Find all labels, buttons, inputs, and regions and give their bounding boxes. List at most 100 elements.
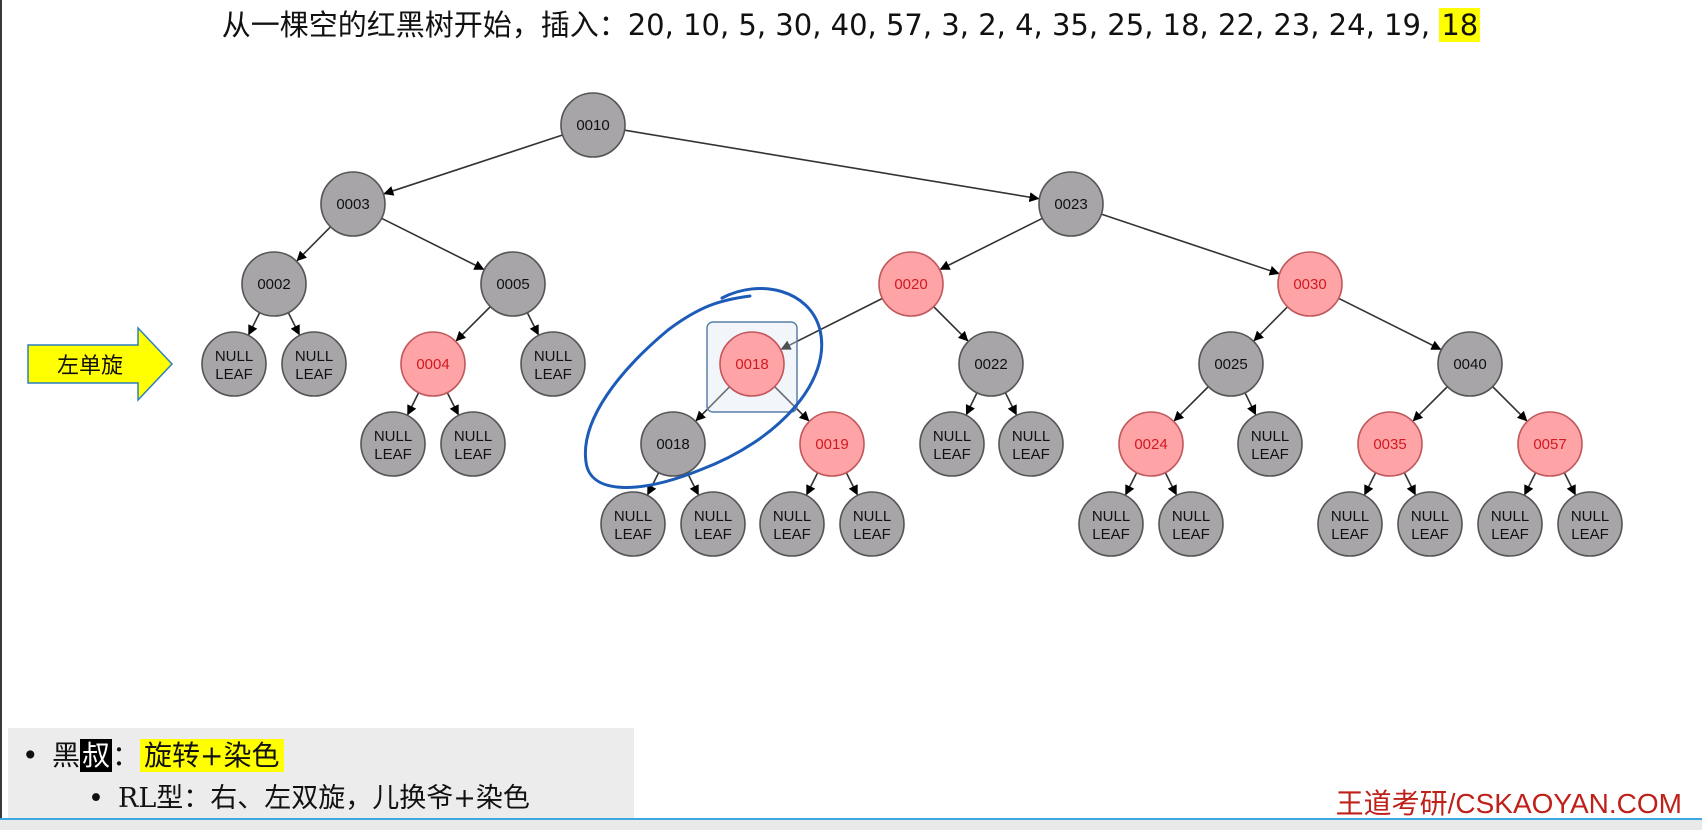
null-leaf-circle <box>281 331 347 397</box>
null-leaf-edge <box>965 392 978 416</box>
null-leaf-line2: LEAF <box>773 526 811 543</box>
null-leaf-line1: NULL <box>295 348 333 365</box>
null-leaf-line2: LEAF <box>1251 446 1289 463</box>
note-line-2: •RL型：右、左双旋，儿换爷+染色 <box>88 776 530 815</box>
null-leaf-line2: LEAF <box>454 446 492 463</box>
null-leaf-line2: LEAF <box>1331 526 1369 543</box>
null-leaf-edge <box>806 472 819 496</box>
null-leaf-edge <box>1125 472 1138 496</box>
tree-node-0057-red[interactable]: 0057 <box>1517 411 1583 477</box>
tree-node-0002-black[interactable]: 0002 <box>241 251 307 317</box>
tree-edge <box>624 129 1040 203</box>
tree-node-label: 0025 <box>1214 356 1247 373</box>
pen-circle-annotation <box>583 287 824 489</box>
bullet-dot: • <box>22 739 39 772</box>
tree-node-0018-black[interactable]: 0018 <box>640 411 706 477</box>
tree-edge <box>939 217 1043 270</box>
tree-node-label: 0004 <box>416 356 449 373</box>
tree-node-circle <box>1357 411 1423 477</box>
null-leaf-circle <box>1477 491 1543 557</box>
null-leaf-edge <box>686 472 699 496</box>
null-leaf-circle <box>520 331 586 397</box>
tree-node-circle <box>878 251 944 317</box>
null-leaf-line1: NULL <box>614 508 652 525</box>
note-colon: ： <box>112 739 141 772</box>
tree-node-0023-black[interactable]: 0023 <box>1038 171 1104 237</box>
tree-node-0020-red[interactable]: 0020 <box>878 251 944 317</box>
null-leaf-circle <box>1317 491 1383 557</box>
tree-node-0010-black[interactable]: 0010 <box>560 92 626 158</box>
null-leaf-line1: NULL <box>534 348 572 365</box>
left-border <box>0 0 2 818</box>
null-leaf-circle <box>360 411 426 477</box>
tree-node-0019-red[interactable]: 0019 <box>799 411 865 477</box>
tree-node-0024-red[interactable]: 0024 <box>1118 411 1184 477</box>
null-leaf-edge <box>407 392 420 416</box>
null-leaf-line2: LEAF <box>295 366 333 383</box>
tree-edge <box>1492 386 1528 422</box>
tree-node-0035-red[interactable]: 0035 <box>1357 411 1423 477</box>
tree-node-circle <box>958 331 1024 397</box>
null-leaf-line2: LEAF <box>694 526 732 543</box>
tree-node-circle <box>1118 411 1184 477</box>
tree-node-0018-red[interactable]: 0018 <box>719 331 785 397</box>
null-leaf-line1: NULL <box>454 428 492 445</box>
null-leaf-edge <box>1164 472 1177 496</box>
tree-node-label: 0040 <box>1453 356 1486 373</box>
null-leaf-circle <box>1557 491 1623 557</box>
null-leaf-line2: LEAF <box>374 446 412 463</box>
null-leaf-circle <box>839 491 905 557</box>
rotation-arrow-label: 左单旋 <box>57 354 123 379</box>
null-leaf-edge <box>1403 472 1416 496</box>
tree-node-0040-black[interactable]: 0040 <box>1437 331 1503 397</box>
null-leaf-line1: NULL <box>933 428 971 445</box>
tree-node-0005-black[interactable]: 0005 <box>480 251 546 317</box>
tree-node-0030-red[interactable]: 0030 <box>1277 251 1343 317</box>
tree-node-label: 0023 <box>1054 196 1087 213</box>
tree-edge <box>296 226 332 262</box>
tree-node-label: 0024 <box>1134 436 1167 453</box>
tree-edge <box>695 386 731 422</box>
tree-node-circle <box>400 331 466 397</box>
tree-node-circle <box>1277 251 1343 317</box>
tree-node-label: 0003 <box>336 196 369 213</box>
null-leaf-edges <box>248 312 1576 496</box>
tree-node-0025-black[interactable]: 0025 <box>1198 331 1264 397</box>
tree-node-circle <box>241 251 307 317</box>
tree-node-circle <box>1198 331 1264 397</box>
null-leaf-line1: NULL <box>1331 508 1369 525</box>
tree-node-circle <box>480 251 546 317</box>
tree-node-label: 0002 <box>257 276 290 293</box>
null-leaf-line2: LEAF <box>534 366 572 383</box>
null-leaf-line1: NULL <box>215 348 253 365</box>
null-leaf-circle <box>680 491 746 557</box>
null-leaf-line1: NULL <box>1092 508 1130 525</box>
tree-node-label: 0022 <box>974 356 1007 373</box>
tree-node-0004-red[interactable]: 0004 <box>400 331 466 397</box>
tree-node-0022-black[interactable]: 0022 <box>958 331 1024 397</box>
title-highlighted-key: 18 <box>1439 8 1481 42</box>
null-leaf-line2: LEAF <box>1012 446 1050 463</box>
null-leaf-line2: LEAF <box>1092 526 1130 543</box>
tree-edge <box>455 306 491 342</box>
null-leaf-edge <box>1524 472 1537 496</box>
tree-edge <box>1338 297 1442 350</box>
tree-node-0003-black[interactable]: 0003 <box>320 171 386 237</box>
rotation-arrow: 左单旋 <box>27 326 174 402</box>
null-leaves: NULLLEAFNULLLEAFNULLLEAFNULLLEAFNULLLEAF… <box>201 331 1623 557</box>
tree-node-label: 0010 <box>576 117 609 134</box>
null-leaf-edge <box>526 312 539 336</box>
note-rl-case: RL型：右、左双旋，儿换爷+染色 <box>118 783 530 814</box>
bottom-bar <box>0 818 1702 830</box>
